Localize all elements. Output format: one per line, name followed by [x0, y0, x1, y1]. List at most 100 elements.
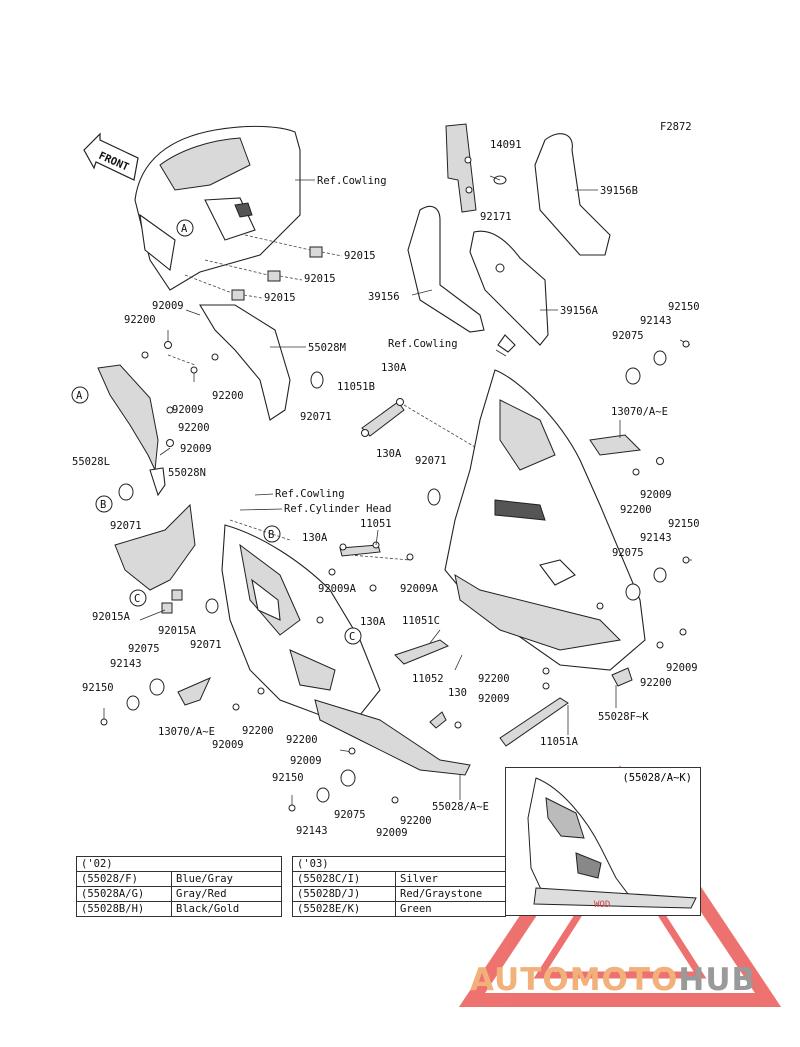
label-39156: 39156	[368, 291, 400, 303]
label-92150-a: 92150	[668, 301, 700, 313]
callout-a-top	[176, 219, 194, 237]
table-cell: (55028C/I)	[292, 871, 396, 887]
color-table-2003: ('03) (55028C/I) Silver (55028D/J) Red/G…	[292, 856, 506, 917]
label-92075-c: 92075	[128, 643, 160, 655]
ref-cowling-label-3: Ref.Cowling	[275, 488, 345, 500]
hardware-right	[589, 339, 692, 687]
inner-panel-55028M	[199, 304, 291, 421]
label-92200-a: 92200	[124, 314, 156, 326]
label-55028FK: 55028F~K	[598, 711, 649, 723]
label-92200-i: 92200	[400, 815, 432, 827]
inset-title: (55028/A~K)	[622, 772, 692, 784]
label-92071-b: 92071	[415, 455, 447, 467]
label-92015-b: 92015	[304, 273, 336, 285]
label-92143-a: 92143	[640, 315, 672, 327]
table-header: ('02)	[76, 856, 282, 872]
label-55028M: 55028M	[308, 342, 346, 354]
label-14091: 14091	[490, 139, 522, 151]
bracket-11051	[339, 529, 381, 557]
screw-92171	[489, 175, 507, 185]
label-55028L: 55028L	[72, 456, 110, 468]
label-11051A: 11051A	[540, 736, 579, 748]
callout-a-left	[71, 386, 89, 404]
callout-c-right	[344, 627, 362, 645]
table-row: (55028E/K) Green	[292, 901, 506, 917]
label-92009-e: 92009	[212, 739, 244, 751]
label-130A-b: 130A	[376, 448, 402, 460]
color-table-2002: ('02) (55028/F) Blue/Gray (55028A/G) Gra…	[76, 856, 282, 917]
table-cell: Red/Graystone	[395, 886, 506, 902]
callout-c-right-letter: C	[349, 631, 355, 643]
callout-c-left-letter: C	[134, 593, 140, 605]
clip-92015-group	[184, 234, 343, 301]
label-92009-b: 92009	[172, 404, 204, 416]
label-92150-b: 92150	[668, 518, 700, 530]
label-92071-d: 92071	[190, 639, 222, 651]
table-row: (55028B/H) Black/Gold	[76, 901, 282, 917]
label-55028N: 55028N	[168, 467, 206, 479]
label-92009-h: 92009	[290, 755, 322, 767]
callout-a-top-letter: A	[181, 223, 188, 235]
label-13070-b: 13070/A~E	[158, 726, 215, 738]
label-92009-c: 92009	[180, 443, 212, 455]
table-cell: (55028E/K)	[292, 901, 396, 917]
ref-cowling-label-1: Ref.Cowling	[317, 175, 387, 187]
label-11051: 11051	[360, 518, 392, 530]
hardware-left-upper	[141, 330, 324, 447]
label-92171: 92171	[480, 211, 512, 223]
table-cell: Green	[395, 901, 506, 917]
callout-a-left-letter: A	[76, 390, 83, 402]
watermark-logo-part2: HUB	[678, 962, 757, 998]
label-92200-b: 92200	[212, 390, 244, 402]
upper-cowling	[134, 125, 301, 291]
inset-fairing-drawing	[527, 777, 697, 909]
table-row: (55028/F) Blue/Gray	[76, 871, 282, 887]
panel-39156A	[469, 230, 549, 346]
label-92009-i: 92009	[376, 827, 408, 839]
label-92150-c: 92150	[82, 682, 114, 694]
callout-b-right	[263, 525, 281, 543]
label-92200-c: 92200	[178, 422, 210, 434]
bracket-55028L	[97, 364, 159, 472]
label-92009-a: 92009	[152, 300, 184, 312]
callout-b-right-letter: B	[268, 529, 274, 541]
label-92015-a: 92015	[344, 250, 376, 262]
label-92009A-a: 92009A	[318, 583, 357, 595]
label-130A-a: 130A	[381, 362, 407, 374]
label-92143-b: 92143	[640, 532, 672, 544]
label-92200-d: 92200	[620, 504, 652, 516]
label-92075-d: 92075	[334, 809, 366, 821]
table-row: (55028C/I) Silver	[292, 871, 506, 887]
watermark-logo-part1: AUTOMOTO	[470, 962, 679, 998]
label-92009-g: 92009	[666, 662, 698, 674]
table-cell: Black/Gold	[171, 901, 282, 917]
bar-11051A	[499, 697, 569, 747]
label-130A-c: 130A	[302, 532, 328, 544]
label-92143-d: 92143	[296, 825, 328, 837]
label-92200-h: 92200	[286, 734, 318, 746]
callout-b-left-letter: B	[100, 499, 106, 511]
label-92075-a: 92075	[612, 330, 644, 342]
hardware-bottom	[288, 747, 399, 812]
table-cell: (55028A/G)	[76, 886, 172, 902]
label-92009A-b: 92009A	[400, 583, 439, 595]
ref-cowling-label-2: Ref.Cowling	[388, 338, 458, 350]
figure-code: F2872	[660, 121, 692, 133]
label-92200-e: 92200	[242, 725, 274, 737]
table-cell: (55028D/J)	[292, 886, 396, 902]
label-92071-c: 92071	[110, 520, 142, 532]
table-cell: Silver	[395, 871, 506, 887]
label-11052: 11052	[412, 673, 444, 685]
table-cell: (55028/F)	[76, 871, 172, 887]
ref-cylinder-head-label: Ref.Cylinder Head	[284, 503, 391, 515]
table-cell: (55028B/H)	[76, 901, 172, 917]
panel-39156	[407, 205, 485, 333]
table-row: (55028A/G) Gray/Red	[76, 886, 282, 902]
label-92071-a: 92071	[300, 411, 332, 423]
hardware-left-lower	[100, 677, 265, 726]
label-39156A: 39156A	[560, 305, 599, 317]
label-92150-d: 92150	[272, 772, 304, 784]
label-130: 130	[448, 687, 467, 699]
label-39156B: 39156B	[600, 185, 638, 197]
